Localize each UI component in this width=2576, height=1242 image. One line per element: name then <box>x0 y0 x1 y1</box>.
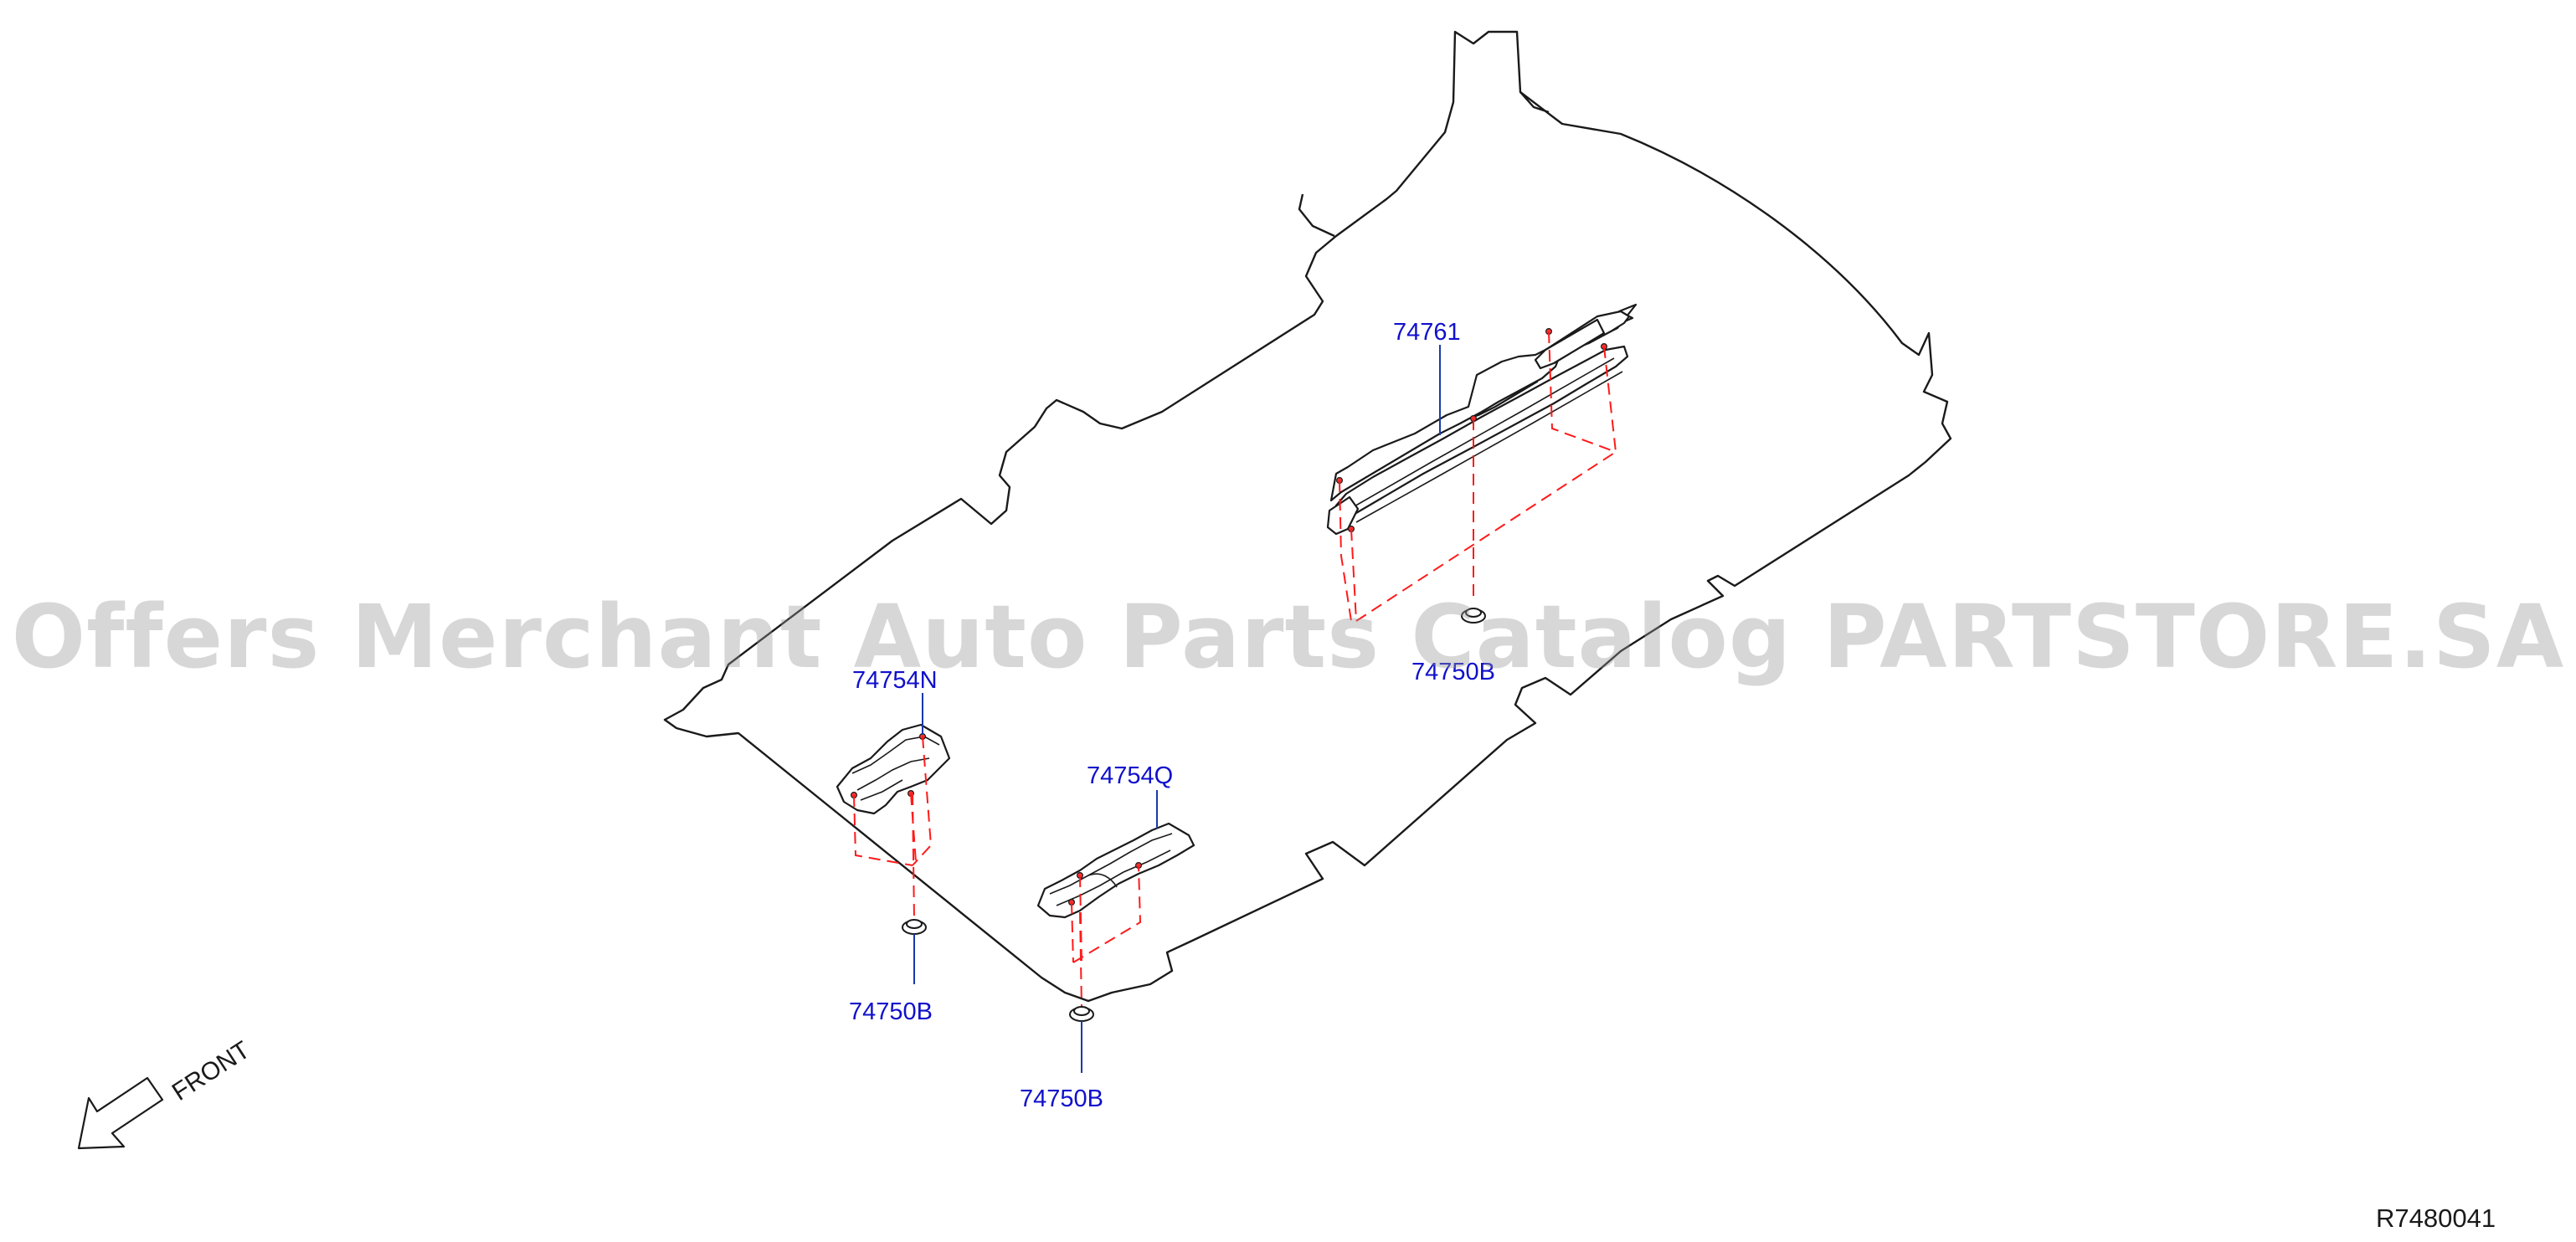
front-right-insulator-body <box>1036 822 1195 919</box>
front-right-insulator-bump <box>1087 873 1118 888</box>
front-right-clip-label[interactable]: 74750B <box>1020 1085 1103 1112</box>
front-left-insulator-ridge-1 <box>851 736 940 774</box>
clip-icon[interactable] <box>902 919 927 935</box>
rear-insulator-rail <box>1334 345 1629 521</box>
clip-icon[interactable] <box>1461 608 1486 624</box>
front-left-insulator-ridge-2 <box>856 757 930 791</box>
front-right-insulator-74754Q[interactable] <box>1036 822 1195 919</box>
front-left-fixing-lines <box>853 736 933 921</box>
front-left-insulator-ridge-3 <box>860 779 903 801</box>
clip-icon[interactable] <box>1069 1006 1094 1022</box>
rear-insulator-74761[interactable] <box>1326 303 1638 536</box>
front-direction-label: FRONT <box>167 1036 255 1106</box>
rear-insulator-fixing-lines <box>1339 331 1617 622</box>
front-arrow-icon <box>77 1076 164 1150</box>
front-right-insulator-ridge-2 <box>1056 849 1171 906</box>
diagram-reference-code: R7480041 <box>2376 1204 2496 1233</box>
floor-panel-ridge-right <box>1519 91 1550 114</box>
front-right-insulator-ridge-1 <box>1049 833 1173 895</box>
front-left-insulator-label[interactable]: 74754N <box>852 667 938 694</box>
rear-insulator-groove-2 <box>1355 371 1623 523</box>
floor-panel-outline <box>663 30 1952 1003</box>
rear-insulator-groove-1 <box>1352 357 1615 508</box>
front-right-insulator-label[interactable]: 74754Q <box>1087 762 1173 789</box>
front-left-insulator-74754N[interactable] <box>836 723 951 815</box>
front-right-fixing-lines <box>1071 865 1142 1008</box>
front-left-clip-label[interactable]: 74750B <box>849 998 933 1025</box>
rear-insulator-label[interactable]: 74761 <box>1393 319 1461 346</box>
rear-insulator-mount-ledge <box>1534 318 1606 370</box>
rear-clip-label[interactable]: 74750B <box>1411 659 1495 685</box>
floor-panel-ridge-left <box>1298 193 1335 238</box>
